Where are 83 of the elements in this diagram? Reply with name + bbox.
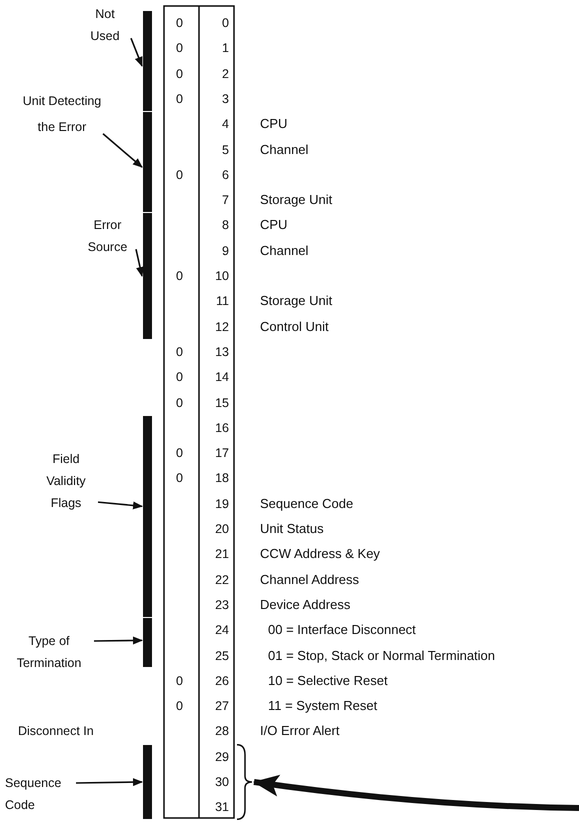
callout-label: Not Used xyxy=(80,3,130,47)
zero-value: 0 xyxy=(176,470,183,486)
bit-number: 15 xyxy=(215,394,229,410)
zero-value: 0 xyxy=(176,268,183,284)
zero-value: 0 xyxy=(176,698,183,714)
curly-brace xyxy=(236,744,253,820)
field-description: Storage Unit xyxy=(260,293,332,310)
field-description: Channel xyxy=(260,242,308,259)
bit-number: 8 xyxy=(222,217,229,234)
zero-value: 0 xyxy=(176,90,183,107)
field-description: 00 = Interface Disconnect xyxy=(268,622,416,638)
bit-number: 25 xyxy=(215,648,229,664)
bit-number: 27 xyxy=(215,698,229,714)
bracket-bar xyxy=(143,11,152,111)
callout-label: Field Validity Flags xyxy=(35,448,97,514)
leader-arrow xyxy=(76,778,143,786)
bracket-bar xyxy=(143,618,152,668)
field-description: I/O Error Alert xyxy=(260,723,340,740)
bit-number: 19 xyxy=(215,496,229,512)
bracket-bar xyxy=(143,112,152,212)
bit-number: 30 xyxy=(215,774,229,790)
bit-number: 21 xyxy=(215,546,229,562)
leader-arrow xyxy=(253,774,579,811)
bracket-bar xyxy=(143,416,152,617)
field-description: 01 = Stop, Stack or Normal Termination xyxy=(268,648,496,664)
bit-number: 0 xyxy=(222,15,229,31)
leader-arrow xyxy=(98,501,143,510)
bit-number: 11 xyxy=(216,293,229,310)
field-description: Unit Status xyxy=(260,521,324,537)
bit-number: 18 xyxy=(215,470,229,486)
field-description: Control Unit xyxy=(260,318,329,335)
callout-label: Unit Detecting the Error xyxy=(22,88,102,140)
bit-number: 28 xyxy=(215,723,229,740)
field-description: Sequence Code xyxy=(260,496,354,512)
zero-value: 0 xyxy=(176,369,183,386)
field-description: 10 = Selective Reset xyxy=(268,672,388,689)
bit-number: 3 xyxy=(222,90,229,107)
zero-value: 0 xyxy=(176,394,183,410)
bit-number: 7 xyxy=(222,192,229,208)
field-description: Channel xyxy=(260,142,308,158)
leader-arrow xyxy=(130,38,143,67)
field-description: CPU xyxy=(260,116,288,132)
bit-number: 4 xyxy=(222,116,229,132)
bit-number: 13 xyxy=(215,344,229,360)
zero-value: 0 xyxy=(176,445,183,462)
zero-value: 0 xyxy=(176,66,183,82)
bit-number: 10 xyxy=(215,268,229,284)
bit-number: 9 xyxy=(222,242,229,259)
zero-value: 0 xyxy=(176,672,183,689)
bit-number: 24 xyxy=(215,622,229,638)
bit-number: 26 xyxy=(215,672,229,689)
bit-number: 12 xyxy=(215,318,229,335)
callout-label: Type of Termination xyxy=(5,630,93,674)
bit-number: 16 xyxy=(215,420,229,436)
bit-number: 22 xyxy=(215,572,229,588)
zero-value: 0 xyxy=(176,166,183,183)
zero-value: 0 xyxy=(176,15,183,31)
bit-number: 14 xyxy=(215,369,229,386)
zero-value: 0 xyxy=(176,344,183,360)
bracket-bar xyxy=(143,213,152,339)
field-description: Storage Unit xyxy=(260,192,332,208)
bit-number: 2 xyxy=(222,66,229,82)
bit-number: 31 xyxy=(215,799,229,816)
field-description: CCW Address & Key xyxy=(260,546,380,562)
bit-number: 20 xyxy=(215,521,229,537)
bit-number: 23 xyxy=(215,596,229,613)
bit-number: 29 xyxy=(215,748,229,765)
field-description: 11 = System Reset xyxy=(268,698,378,714)
bit-number: 17 xyxy=(215,445,229,462)
callout-label: Sequence Code xyxy=(5,772,75,816)
signal-name: Disconnect In xyxy=(18,723,94,740)
zero-value: 0 xyxy=(176,40,183,56)
bit-number: 5 xyxy=(222,142,229,158)
field-description: Device Address xyxy=(260,596,350,613)
leader-arrow xyxy=(135,249,144,277)
callout-label: Error Source xyxy=(80,214,135,258)
leader-arrow xyxy=(94,636,143,644)
bit-number: 1 xyxy=(222,40,229,56)
field-description: CPU xyxy=(260,217,288,234)
leader-arrow xyxy=(102,133,143,168)
bracket-bar xyxy=(143,744,152,820)
bit-number: 6 xyxy=(222,166,229,183)
field-description: Channel Address xyxy=(260,572,360,588)
